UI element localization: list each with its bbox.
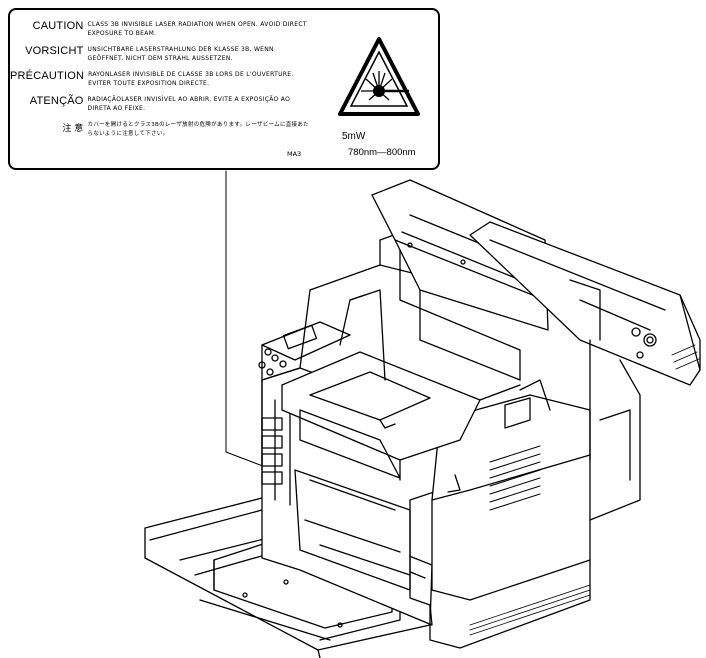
label-code: MA3 bbox=[287, 150, 302, 158]
warning-lang-vorsicht: VORSICHT bbox=[25, 45, 84, 57]
warning-lang-precaution: PRÉCAUTION bbox=[10, 70, 85, 82]
warning-lang-atencao: ATENÇÃO bbox=[29, 95, 84, 107]
open-inner-cover bbox=[371, 179, 549, 381]
open-rear-cover bbox=[469, 221, 701, 521]
warning-text-japanese: カバーを開けるとクラス3Bのレーザ放射の危険があります。レーザビームに直接あたら… bbox=[87, 122, 309, 137]
warning-text-atencao: RADIAÇÃOLASER INVISÍVEL AO ABRIR. EVITE … bbox=[87, 96, 291, 112]
laser-hazard-triangle-icon bbox=[338, 37, 420, 116]
warning-lang-japanese: 注 意 bbox=[62, 123, 84, 133]
top-cover bbox=[281, 351, 481, 481]
warning-text-vorsicht: UNSICHTBARE LASERSTRAHLUNG DER KLASSE 3B… bbox=[87, 46, 274, 62]
laser-wavelength: 780nm—800nm bbox=[348, 147, 416, 158]
warning-row-atencao: ATENÇÃO RADIAÇÃOLASER INVISÍVEL AO ABRIR… bbox=[10, 95, 310, 113]
warning-row-vorsicht: VORSICHT UNSICHTBARE LASERSTRAHLUNG DER … bbox=[10, 45, 310, 63]
warning-row-caution: CAUTION CLASS 3B INVISIBLE LASER RADIATI… bbox=[10, 20, 310, 38]
right-side-panel bbox=[429, 394, 591, 649]
warning-row-japanese: 注 意 カバーを開けるとクラス3Bのレーザ放射の危険があります。レーザビームに直… bbox=[10, 121, 310, 139]
warning-text-caution: CLASS 3B INVISIBLE LASER RADIATION WHEN … bbox=[87, 21, 307, 37]
laser-caution-label: CAUTION CLASS 3B INVISIBLE LASER RADIATI… bbox=[8, 8, 440, 170]
warning-row-precaution: PRÉCAUTION RAYONLASER INVISIBLE DE CLASS… bbox=[10, 70, 310, 88]
warning-lang-caution: CAUTION bbox=[32, 20, 84, 32]
leader-line bbox=[225, 170, 269, 469]
warning-text-precaution: RAYONLASER INVISIBLE DE CLASSE 3B LORS D… bbox=[88, 71, 294, 87]
laser-power: 5mW bbox=[342, 131, 366, 142]
control-panel bbox=[258, 321, 351, 381]
